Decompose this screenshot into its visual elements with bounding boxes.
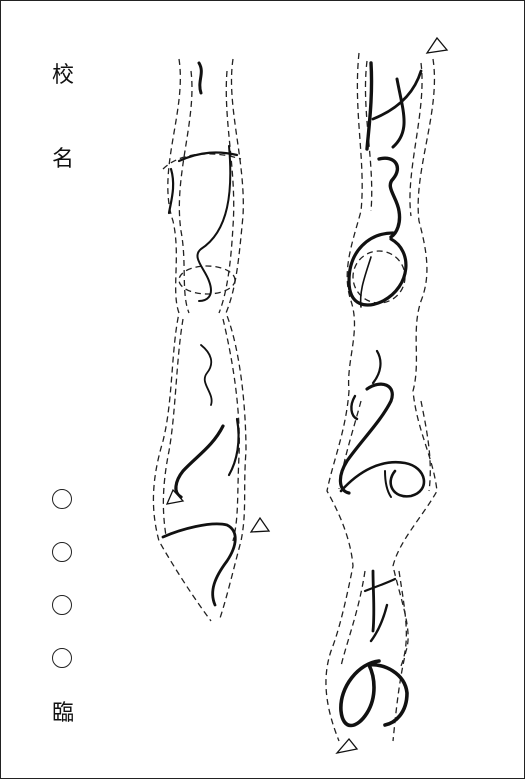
left-column-strokes [163, 63, 239, 605]
left-column-guide [153, 59, 246, 621]
right-column-guide [326, 53, 437, 741]
right-column-strokes [340, 63, 424, 726]
